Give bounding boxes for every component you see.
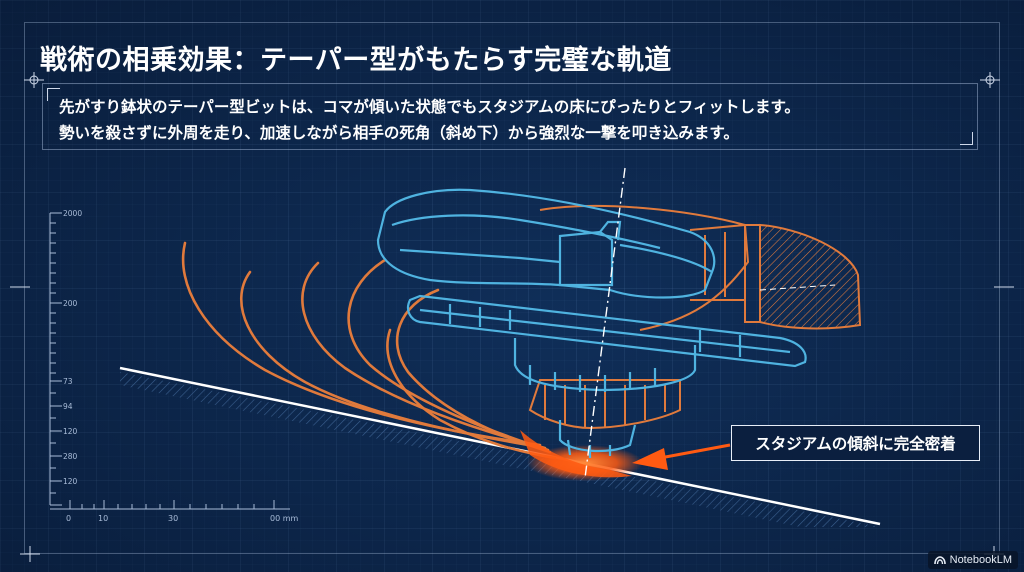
ruler-label: 73 — [63, 377, 73, 386]
ruler-label: 94 — [63, 402, 73, 411]
corner-bracket-icon — [960, 132, 973, 145]
vertical-ruler — [49, 212, 62, 506]
ruler-label: 200 — [63, 299, 78, 308]
ruler-label: 0 — [66, 514, 71, 523]
vertical-ruler-labels: 2000 200 73 94 120 280 120 — [63, 209, 82, 486]
motion-trails — [181, 241, 557, 460]
callout-label: スタジアムの傾斜に完全密着 — [731, 425, 980, 461]
ruler-label: 10 — [98, 514, 108, 523]
rotation-axis — [584, 167, 626, 479]
notebooklm-logo-icon — [933, 555, 946, 564]
description-line-1: 先がすり鉢状のテーパー型ビットは、コマが傾いた状態でもスタジアムの床にぴったりと… — [59, 98, 800, 116]
ruler-label: 00 mm — [270, 514, 299, 523]
watermark-text: NotebookLM — [949, 554, 1012, 566]
horizontal-ruler-labels: 0 10 30 00 mm — [66, 514, 299, 523]
slope-hatching — [120, 372, 880, 527]
corner-bracket-icon — [47, 88, 60, 101]
reference-line — [759, 284, 836, 291]
ruler-label: 2000 — [63, 209, 82, 218]
top-orange-layer — [528, 204, 862, 430]
callout-arrow — [632, 443, 731, 470]
ruler-label: 280 — [63, 452, 78, 461]
outer-frame — [24, 22, 1000, 554]
description-line-2: 勢いを殺さずに外周を走り、加速しながら相手の死角（斜め下）から強烈な一撃を叩き込… — [59, 124, 739, 142]
top-cyan-layer — [376, 188, 807, 458]
contact-spark — [520, 430, 632, 478]
horizontal-ruler — [50, 500, 290, 510]
description-box: 先がすり鉢状のテーパー型ビットは、コマが傾いた状態でもスタジアムの床にぴったりと… — [42, 83, 978, 150]
ruler-label: 120 — [63, 427, 78, 436]
page-title: 戦術の相乗効果：テーパー型がもたらす完璧な軌道 — [40, 45, 672, 76]
ruler-label: 30 — [168, 514, 178, 523]
ruler-label: 120 — [63, 477, 78, 486]
watermark: NotebookLM — [927, 551, 1018, 569]
